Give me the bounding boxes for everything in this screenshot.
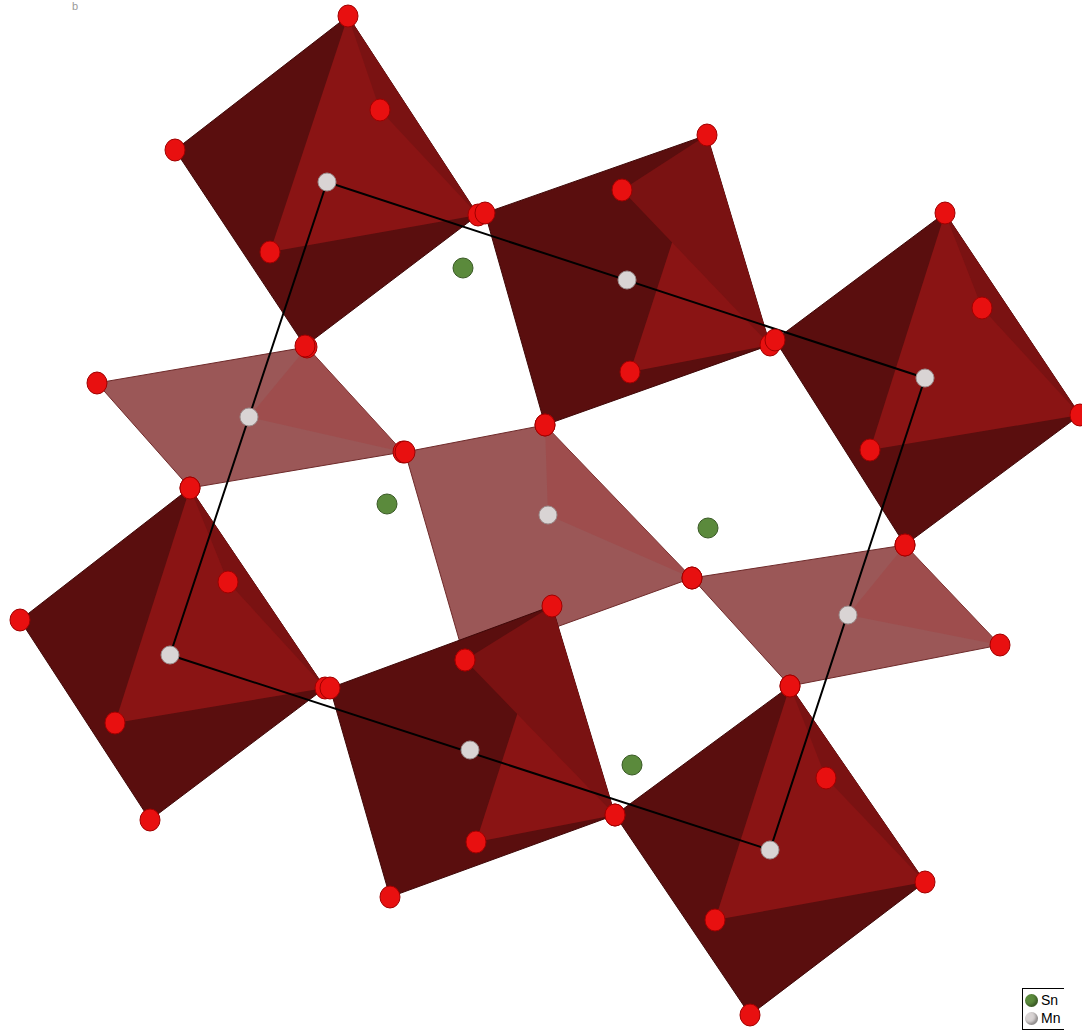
legend-entry: Mn (1025, 1009, 1060, 1027)
oxygen-atom (620, 361, 640, 383)
oxygen-atom (320, 677, 340, 699)
octahedron-face (945, 213, 1080, 415)
sn-atom (377, 494, 397, 514)
mn-atom (618, 271, 636, 289)
oxygen-atom (180, 477, 200, 499)
octahedron-face (622, 135, 770, 345)
oxygen-atom (972, 297, 992, 319)
mn-atom (318, 173, 336, 191)
sn-atom (622, 755, 642, 775)
octahedron (330, 606, 615, 897)
oxygen-atom (87, 372, 107, 394)
octahedron-face (870, 213, 1080, 450)
oxygen-atom (165, 139, 185, 161)
oxygen-atom (260, 241, 280, 263)
mn-atom (539, 506, 557, 524)
oxygen-atom (605, 804, 625, 826)
oxygen-atom (105, 712, 125, 734)
oxygen-atom (990, 634, 1010, 656)
oxygen-atom (682, 567, 702, 589)
octahedra (20, 16, 1080, 1015)
octahedron (775, 213, 1080, 545)
oxygen-atom (535, 414, 555, 436)
octahedron-face (249, 347, 403, 452)
oxygen-atom (10, 609, 30, 631)
octahedron (485, 135, 770, 425)
oxygen-atom (295, 335, 315, 357)
oxygen-atom (455, 649, 475, 671)
oxygen-atom (180, 477, 200, 499)
oxygen-atom (535, 414, 555, 436)
oxygen-atom (705, 909, 725, 931)
oxygen-atom (780, 675, 800, 697)
oxygen-atom (338, 5, 358, 27)
oxygen-atom (380, 886, 400, 908)
oxygen-atom (935, 202, 955, 224)
oxygen-atom (780, 675, 800, 697)
octahedron-face (545, 425, 692, 578)
sn-atom (698, 518, 718, 538)
axis-label: b (72, 0, 78, 12)
oxygen-atom (612, 179, 632, 201)
octahedron-face (348, 16, 478, 215)
mn-atom (916, 369, 934, 387)
oxygen-atom (895, 534, 915, 556)
octahedron-face (848, 545, 1000, 645)
octahedron-face (115, 488, 325, 723)
oxygen-atom (466, 831, 486, 853)
oxygen-atom (765, 329, 785, 351)
oxygen-atom (682, 567, 702, 589)
octahedron (175, 16, 478, 346)
legend-text: Mn (1041, 1010, 1060, 1026)
legend-text: Sn (1041, 992, 1058, 1008)
octahedron-face (715, 686, 925, 920)
octahedron (615, 686, 925, 1015)
unit-cell (170, 182, 925, 850)
oxygen-atom (218, 571, 238, 593)
oxygen-atom (395, 441, 415, 463)
mn-atom (461, 741, 479, 759)
oxygen-atom (542, 595, 562, 617)
legend-swatch (1025, 994, 1038, 1007)
octahedron-face (790, 686, 925, 882)
mn-atom (839, 606, 857, 624)
octahedron (692, 545, 1000, 686)
oxygen-atom (475, 202, 495, 224)
oxygen-atom (455, 649, 475, 671)
mn-atom (761, 841, 779, 859)
oxygen-atom (860, 439, 880, 461)
mn-atom (161, 646, 179, 664)
oxygen-atom (697, 124, 717, 146)
oxygen-atom (605, 804, 625, 826)
oxygen-atom (740, 1004, 760, 1026)
legend-swatch (1025, 1012, 1038, 1025)
sn-atom (453, 258, 473, 278)
oxygen-atom (895, 534, 915, 556)
oxygen-atom (816, 767, 836, 789)
legend-entry: Sn (1025, 991, 1060, 1009)
oxygen-atom (915, 871, 935, 893)
legend: SnMn (1022, 988, 1064, 1030)
octahedron (20, 488, 325, 820)
oxygen-atom (1070, 404, 1082, 426)
oxygen-atom (370, 99, 390, 121)
oxygen-atom (140, 809, 160, 831)
octahedron-face (270, 16, 478, 252)
mn-atom (240, 408, 258, 426)
octahedron (97, 347, 403, 488)
octahedron-face (465, 606, 615, 815)
octahedron-face (190, 488, 325, 688)
